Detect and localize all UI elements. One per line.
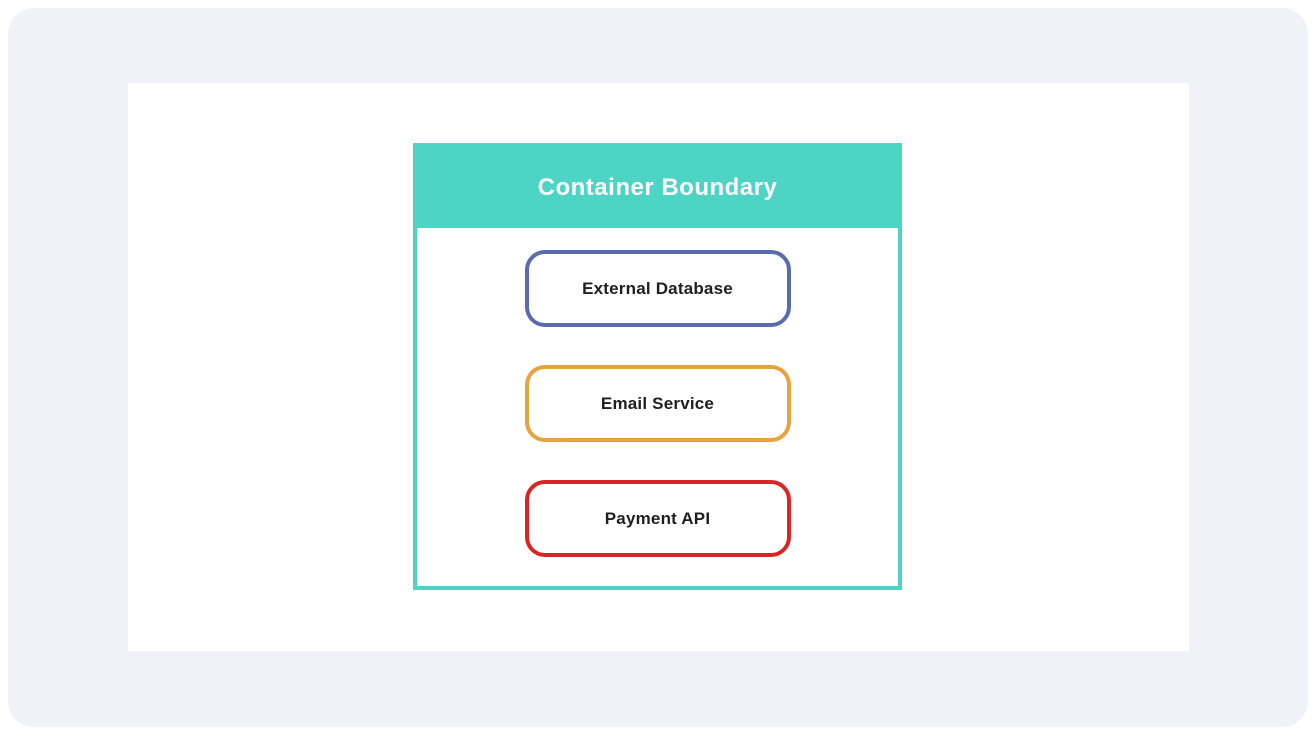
app-stage: Container Boundary External Database Ema… (8, 8, 1308, 727)
node-external-database-label: External Database (582, 278, 733, 298)
node-payment-api[interactable]: Payment API (524, 480, 791, 557)
node-email-service-label: Email Service (600, 393, 715, 413)
node-payment-api-label: Payment API (604, 508, 711, 528)
container-boundary-title: Container Boundary (537, 173, 778, 201)
container-boundary-header: Container Boundary (417, 147, 898, 228)
node-email-service[interactable]: Email Service (524, 365, 791, 442)
container-boundary-body: External Database Email Service Payment … (417, 228, 898, 595)
container-boundary[interactable]: Container Boundary External Database Ema… (413, 143, 902, 590)
diagram-canvas: Container Boundary External Database Ema… (128, 83, 1189, 651)
node-external-database[interactable]: External Database (524, 250, 791, 327)
